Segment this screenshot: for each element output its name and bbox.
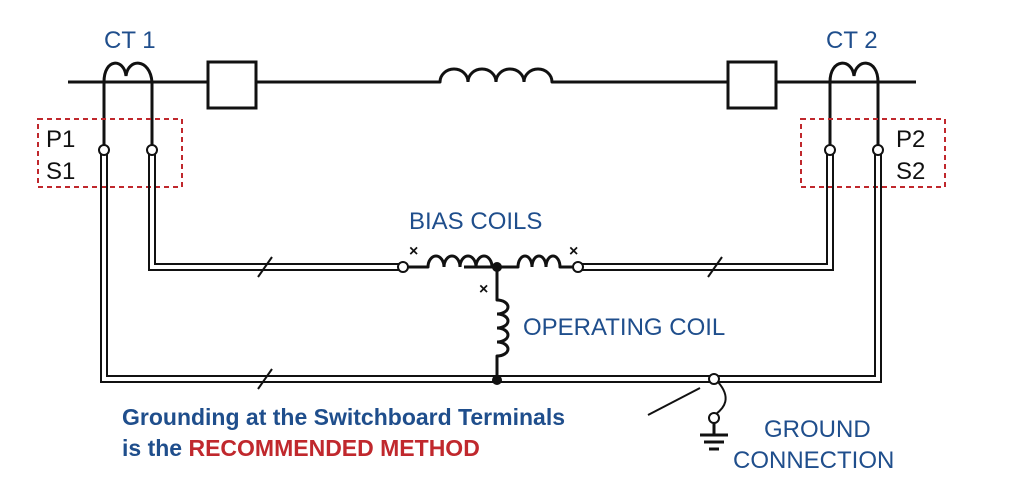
- ct2-p2-lead: [497, 150, 882, 383]
- p2-label: P2: [896, 126, 925, 153]
- cable-break-mark-s1: [257, 256, 273, 278]
- ground-link: [715, 381, 727, 415]
- ct2-terminal-box: [800, 118, 946, 188]
- ct2-s2-lead: [577, 150, 834, 271]
- breaker-right: [726, 60, 778, 110]
- operating-coil-bottom-node: [492, 375, 502, 385]
- polarity-mark-bias-right: ×: [569, 243, 578, 260]
- s1-label: S1: [46, 158, 75, 185]
- ground-connection-label-line2: CONNECTION: [733, 447, 894, 474]
- switchboard-ground-terminal: [708, 373, 720, 385]
- cable-break-mark-s2: [707, 256, 723, 278]
- bias-coil-right-terminal: [572, 261, 584, 273]
- s2-label: S2: [896, 158, 925, 185]
- line-reactor-coil: [438, 67, 554, 84]
- cable-break-mark-p1: [257, 368, 273, 390]
- polarity-mark-operating: ×: [479, 281, 488, 298]
- bias-coils-label: BIAS COILS: [409, 208, 542, 235]
- ct2-coil: [828, 61, 880, 152]
- polarity-mark-bias-left: ×: [409, 243, 418, 260]
- ct1-p1-terminal: [98, 144, 110, 156]
- ct2-s2-terminal: [872, 144, 884, 156]
- p1-label: P1: [46, 126, 75, 153]
- ct1-coil: [102, 61, 154, 152]
- bias-coil-right: [516, 254, 562, 269]
- ground-lower-terminal: [708, 412, 720, 424]
- note-leader-line: [647, 387, 701, 416]
- note-line2-emphasis: RECOMMENDED METHOD: [188, 435, 479, 461]
- ct1-s1-terminal: [146, 144, 158, 156]
- operating-coil: [495, 298, 510, 358]
- ct1-s1-lead: [148, 150, 401, 271]
- ground-connection-label-line1: GROUND: [764, 416, 871, 443]
- ct1-terminal-box: [37, 118, 183, 188]
- ct2-label: CT 2: [826, 27, 878, 54]
- ct1-label: CT 1: [104, 27, 156, 54]
- note-line1: Grounding at the Switchboard Terminals: [122, 404, 565, 430]
- note-line2-prefix: is the: [122, 435, 188, 461]
- bias-coil-left-terminal: [397, 261, 409, 273]
- note-line2: is the RECOMMENDED METHOD: [122, 435, 480, 461]
- ct2-p2-terminal: [824, 144, 836, 156]
- breaker-left: [206, 60, 258, 110]
- operating-coil-label: OPERATING COIL: [523, 314, 725, 341]
- ct1-p1-lead: [100, 150, 497, 383]
- bias-coil-left: [426, 254, 494, 269]
